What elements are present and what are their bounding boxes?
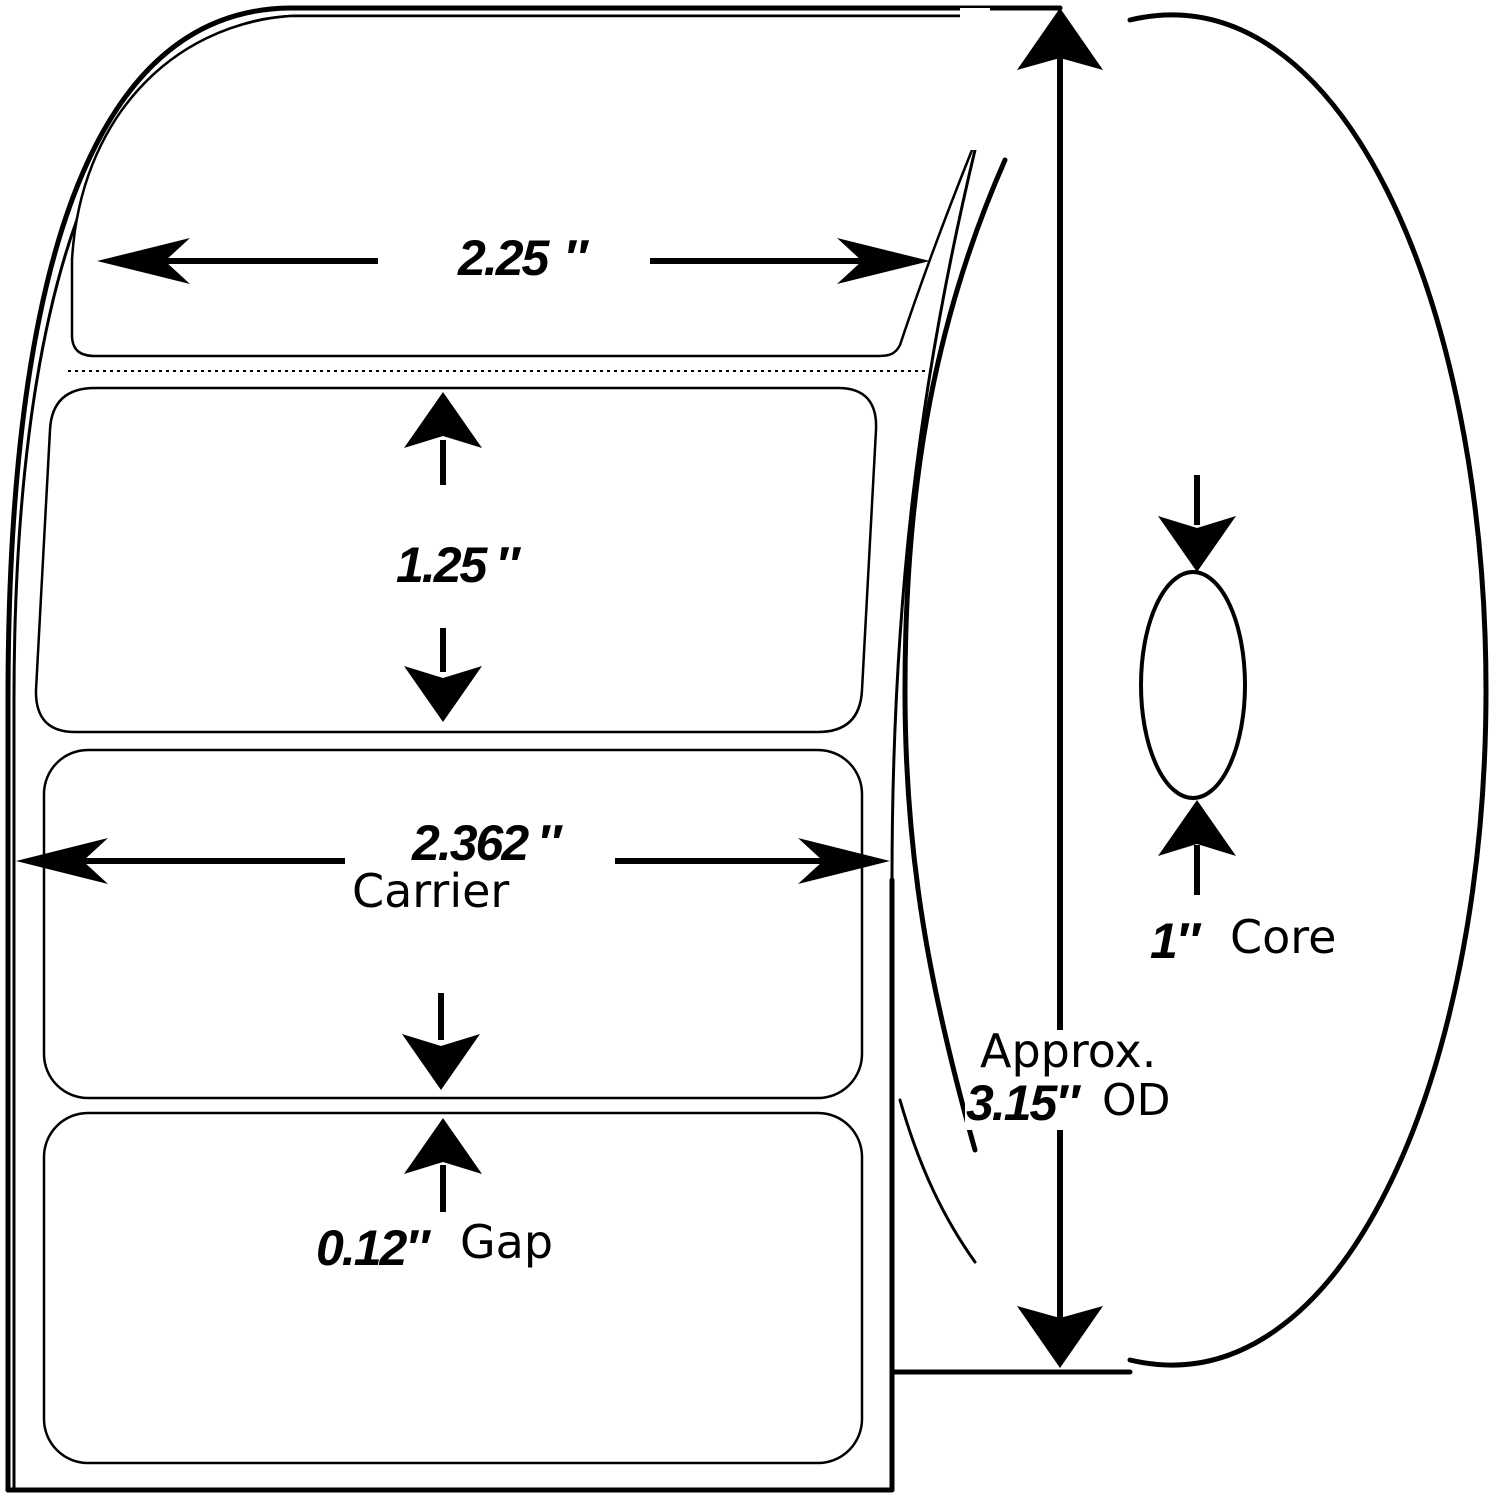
liner-right-edge [890,148,977,882]
core-hole [1139,570,1247,800]
od-value: 3.15″ [966,1075,1081,1131]
label-width-value: 2.25″ [457,230,589,286]
top-label-on-roll [70,14,974,358]
carrier-caption: Carrier [352,864,509,918]
core-caption: Core [1230,910,1336,964]
gap-value: 0.12″ [316,1220,431,1276]
core-arrow [1158,475,1236,895]
outer-diameter-arrow [1017,8,1103,1368]
label-height-value: 1.25″ [396,537,521,593]
label-2 [34,386,878,734]
od-label-backdrop [965,1030,1225,1130]
label-height-arrow [404,392,482,722]
roll-face-left-curve-lower [898,1098,977,1264]
carrier-width-arrow [16,838,890,884]
carrier-width-value: 2.362″ [411,815,563,871]
liner-bottom-edge [5,877,895,1493]
od-prefix: Approx. [980,1024,1156,1078]
label-width-arrow [97,238,930,284]
gap-arrow [402,993,482,1212]
core-value: 1″ [1150,913,1202,969]
roll-side-face [1127,12,1489,1368]
top-label-edge-cover [960,8,990,150]
roll-liner-outline [5,5,1063,1493]
label-4 [42,1111,864,1465]
roll-face-left-curve [902,157,1008,1153]
label-3 [42,748,864,1100]
gap-caption: Gap [460,1215,553,1269]
od-caption: OD [1102,1075,1171,1126]
